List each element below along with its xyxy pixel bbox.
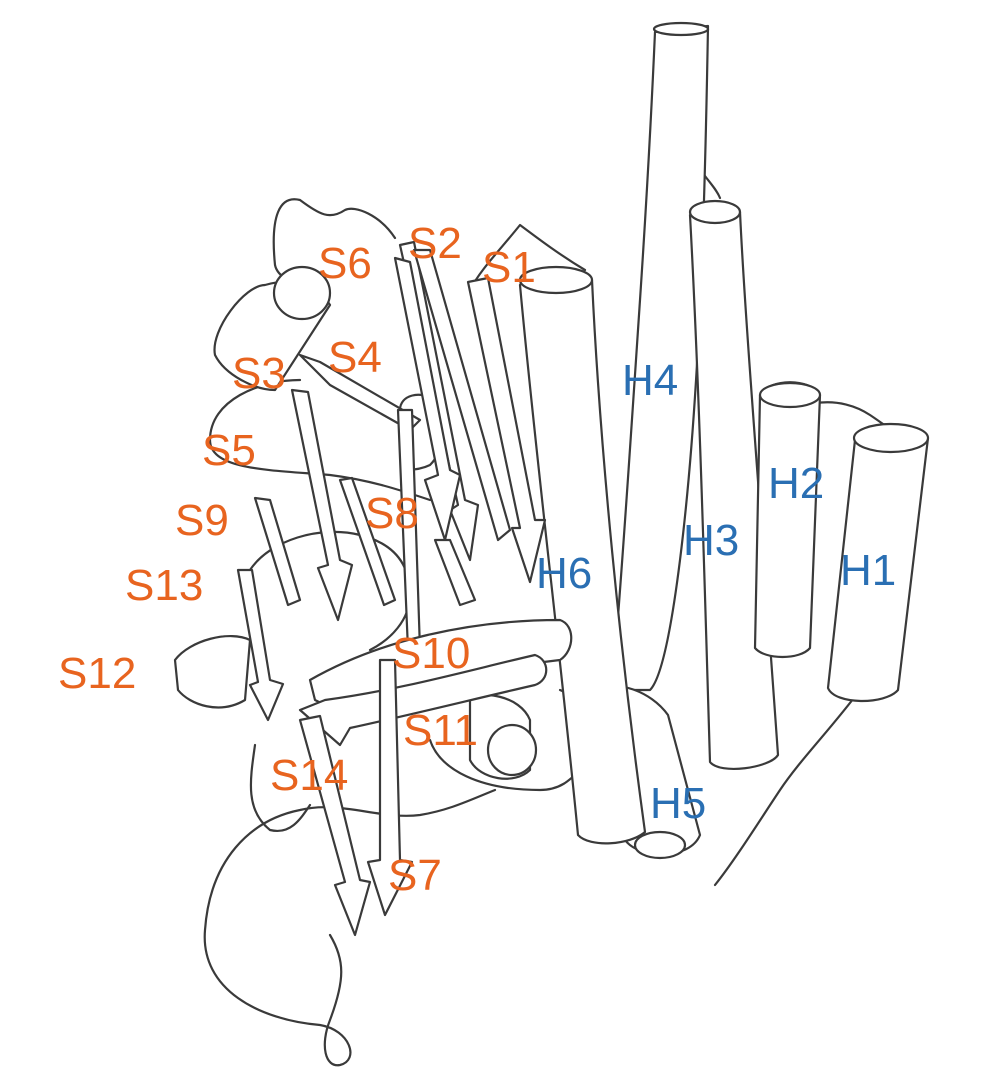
label-h1: H1 (840, 546, 896, 595)
loop-s9-s13 (248, 530, 412, 652)
label-s7: S7 (388, 851, 442, 900)
strand-s3 (290, 388, 354, 622)
strand-labels: S1 S2 S6 S4 S3 S5 S8 S9 S13 S10 S12 S11 … (58, 219, 536, 900)
strand-sheet-b (433, 538, 477, 607)
loop-top-left (272, 198, 397, 292)
label-s3: S3 (232, 349, 286, 398)
strand-s12 (173, 635, 252, 709)
label-h4: H4 (622, 356, 678, 405)
label-s6: S6 (318, 239, 372, 288)
label-s4: S4 (328, 333, 382, 382)
helix-labels: H1 H2 H3 H4 H5 H6 (536, 356, 896, 828)
loop-bottom-long (203, 788, 497, 1067)
strand-sheet-a (338, 476, 397, 607)
loop-s14-tail (249, 743, 312, 833)
strand-s13 (236, 568, 285, 722)
loop-bottom-mid (428, 738, 582, 792)
loop-s5 (208, 378, 432, 502)
label-s5: S5 (202, 426, 256, 475)
label-s2: S2 (408, 219, 462, 268)
strand-s14 (298, 714, 372, 937)
label-s13: S13 (125, 561, 203, 610)
label-h2: H2 (768, 459, 824, 508)
helix-h2 (753, 381, 822, 658)
label-s9: S9 (175, 496, 229, 545)
loop-h1-tail (713, 688, 862, 887)
helices (213, 21, 930, 860)
label-h5: H5 (650, 779, 706, 828)
label-h3: H3 (683, 516, 739, 565)
helix-h1 (826, 422, 930, 703)
strand-s1 (466, 276, 547, 584)
strand-s6 (393, 256, 462, 542)
label-s10: S10 (392, 629, 470, 678)
strand-s9 (253, 496, 302, 607)
label-s14: S14 (270, 751, 348, 800)
loop-s1-top (468, 223, 587, 292)
helix-small-bottom (468, 694, 538, 780)
strands (173, 240, 573, 937)
label-s11: S11 (403, 706, 478, 755)
helix-h6 (518, 265, 647, 845)
label-s1: S1 (482, 243, 536, 292)
label-h6: H6 (536, 549, 592, 598)
helix-small-top-left (213, 265, 332, 392)
strand-s2-b (412, 248, 512, 542)
strand-s4 (298, 353, 422, 432)
label-s12: S12 (58, 649, 136, 698)
strand-s7 (366, 658, 414, 917)
label-s8: S8 (365, 489, 419, 538)
